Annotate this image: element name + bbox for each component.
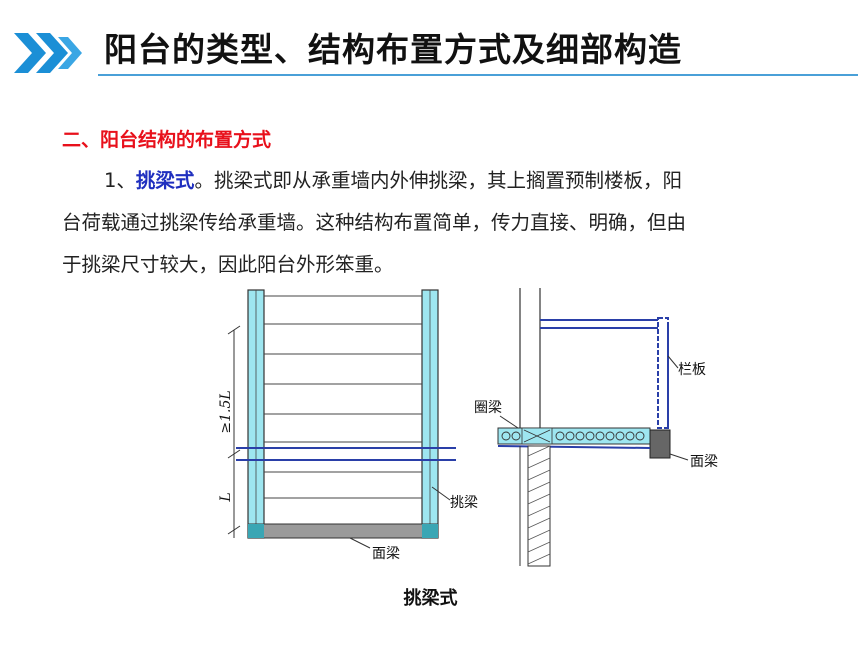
item-number: 1、 (104, 169, 136, 192)
cantilever-beam-diagram: ≥1.5L L 挑梁 面梁 栏板 (218, 288, 718, 567)
figure-caption: 挑梁式 (403, 588, 458, 609)
title-underline (98, 74, 858, 76)
keyword-period: 。 (194, 169, 214, 192)
body-line-2: 台荷载通过挑梁传给承重墙。这种结构布置简单，传力直接、明确，但由 (62, 211, 687, 234)
dim-label-top: ≥1.5L (218, 390, 234, 433)
chevron-right-icon (14, 33, 82, 73)
slide-title: 阳台的类型、结构布置方式及细部构造 (104, 30, 682, 69)
dim-label-bottom: L (218, 492, 234, 502)
section-view: 栏板 圈梁 面梁 (474, 288, 718, 567)
cantilever-beam-label: 挑梁 (450, 495, 478, 511)
slide-header: 阳台的类型、结构布置方式及细部构造 (0, 0, 861, 80)
section-heading: 二、阳台结构的布置方式 (62, 129, 272, 151)
railing-label: 栏板 (678, 362, 706, 378)
body-text-1: 挑梁式即从承重墙内外伸挑梁，其上搁置预制楼板，阳 (213, 169, 682, 192)
ring-beam-label: 圈梁 (474, 400, 502, 416)
plan-face-beam-label: 面梁 (372, 546, 400, 562)
plan-view: ≥1.5L L 挑梁 面梁 (218, 289, 478, 562)
body-paragraph: 1、挑梁式。挑梁式即从承重墙内外伸挑梁，其上搁置预制楼板，阳 台荷载通过挑梁传给… (62, 160, 832, 286)
keyword-text: 挑梁式 (135, 169, 195, 192)
body-line-3: 于挑梁尺寸较大，因此阳台外形笨重。 (62, 253, 394, 276)
body-line-1: 1、挑梁式。挑梁式即从承重墙内外伸挑梁，其上搁置预制楼板，阳 (62, 160, 832, 202)
section-face-beam-label: 面梁 (690, 454, 718, 470)
